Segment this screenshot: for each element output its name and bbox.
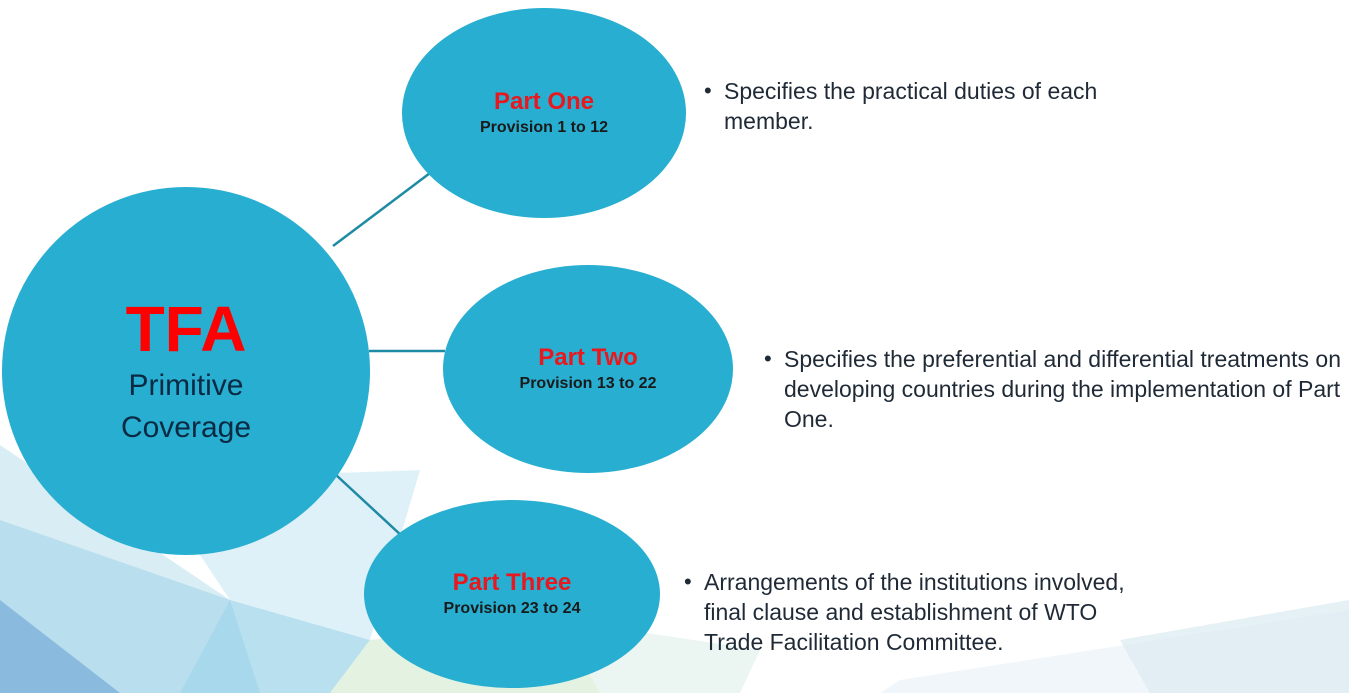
part-two-description: • Specifies the preferential and differe… xyxy=(764,344,1344,434)
part-two-title: Part Two xyxy=(538,344,638,371)
part-one-provisions: Provision 1 to 12 xyxy=(479,119,609,136)
part-one-description: • Specifies the practical duties of each… xyxy=(704,76,1144,136)
bullet-dot: • xyxy=(704,78,712,103)
bullet-dot: • xyxy=(764,346,772,371)
part-three-title: Part Three xyxy=(452,569,572,596)
part-two-description-text: Specifies the preferential and different… xyxy=(784,346,1342,432)
part-two-circle: Part Two Provision 13 to 22 xyxy=(443,265,733,473)
part-three-circle: Part Three Provision 23 to 24 xyxy=(364,500,660,688)
part-three-description: • Arrangements of the institutions invol… xyxy=(684,567,1154,657)
part-one-description-text: Specifies the practical duties of each m… xyxy=(724,78,1098,134)
part-two-provisions: Provision 13 to 22 xyxy=(519,375,657,392)
tfa-center-circle: TFA Primitive Coverage xyxy=(2,187,370,555)
part-three-description-text: Arrangements of the institutions involve… xyxy=(704,569,1125,655)
center-subtitle-line2: Coverage xyxy=(120,411,252,444)
part-one-title: Part One xyxy=(493,88,595,115)
bullet-dot: • xyxy=(684,569,692,594)
part-three-provisions: Provision 23 to 24 xyxy=(443,600,581,617)
center-subtitle-line1: Primitive xyxy=(128,369,244,402)
part-one-circle: Part One Provision 1 to 12 xyxy=(402,8,686,218)
connector-part-one xyxy=(332,169,435,247)
center-title: TFA xyxy=(125,293,247,365)
